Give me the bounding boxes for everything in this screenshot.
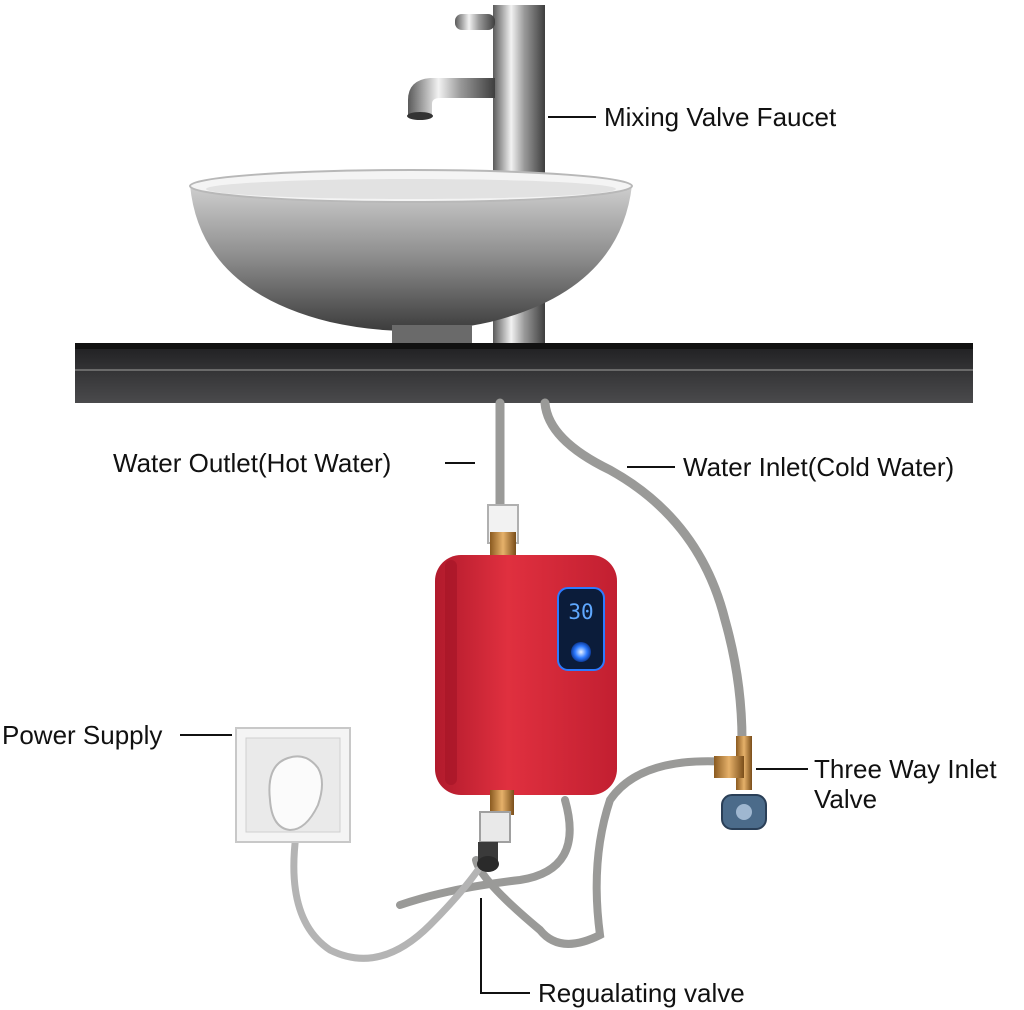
temperature-display: 30 — [557, 587, 605, 671]
label-three-way-line2: Valve — [814, 784, 878, 814]
label-three-way-inlet-valve: Three Way Inlet Valve — [814, 754, 997, 814]
label-water-outlet: Water Outlet(Hot Water) — [113, 448, 392, 478]
power-socket-icon — [235, 727, 351, 843]
regulating-valve-icon — [477, 842, 499, 872]
label-power-supply: Power Supply — [2, 720, 163, 750]
label-mixing-valve-faucet: Mixing Valve Faucet — [604, 102, 837, 132]
leader-lines — [180, 116, 808, 994]
water-heater-icon: 30 — [435, 504, 617, 843]
label-water-inlet: Water Inlet(Cold Water) — [683, 452, 955, 482]
heater-outlet-hose — [396, 796, 574, 909]
regulating-leader — [480, 898, 530, 994]
valve-icon — [714, 736, 767, 830]
temperature-readout: 30 — [568, 600, 593, 624]
cold-water-hose — [540, 398, 747, 745]
power-button-icon — [571, 642, 591, 662]
label-three-way-line1: Three Way Inlet — [814, 754, 997, 784]
hoses — [290, 398, 747, 962]
power-cable — [290, 831, 482, 962]
inlet-feed-hose — [472, 757, 732, 948]
countertop — [75, 343, 973, 403]
sink-bowl-icon — [189, 169, 633, 343]
label-regulating-valve: Regualating valve — [538, 978, 745, 1008]
